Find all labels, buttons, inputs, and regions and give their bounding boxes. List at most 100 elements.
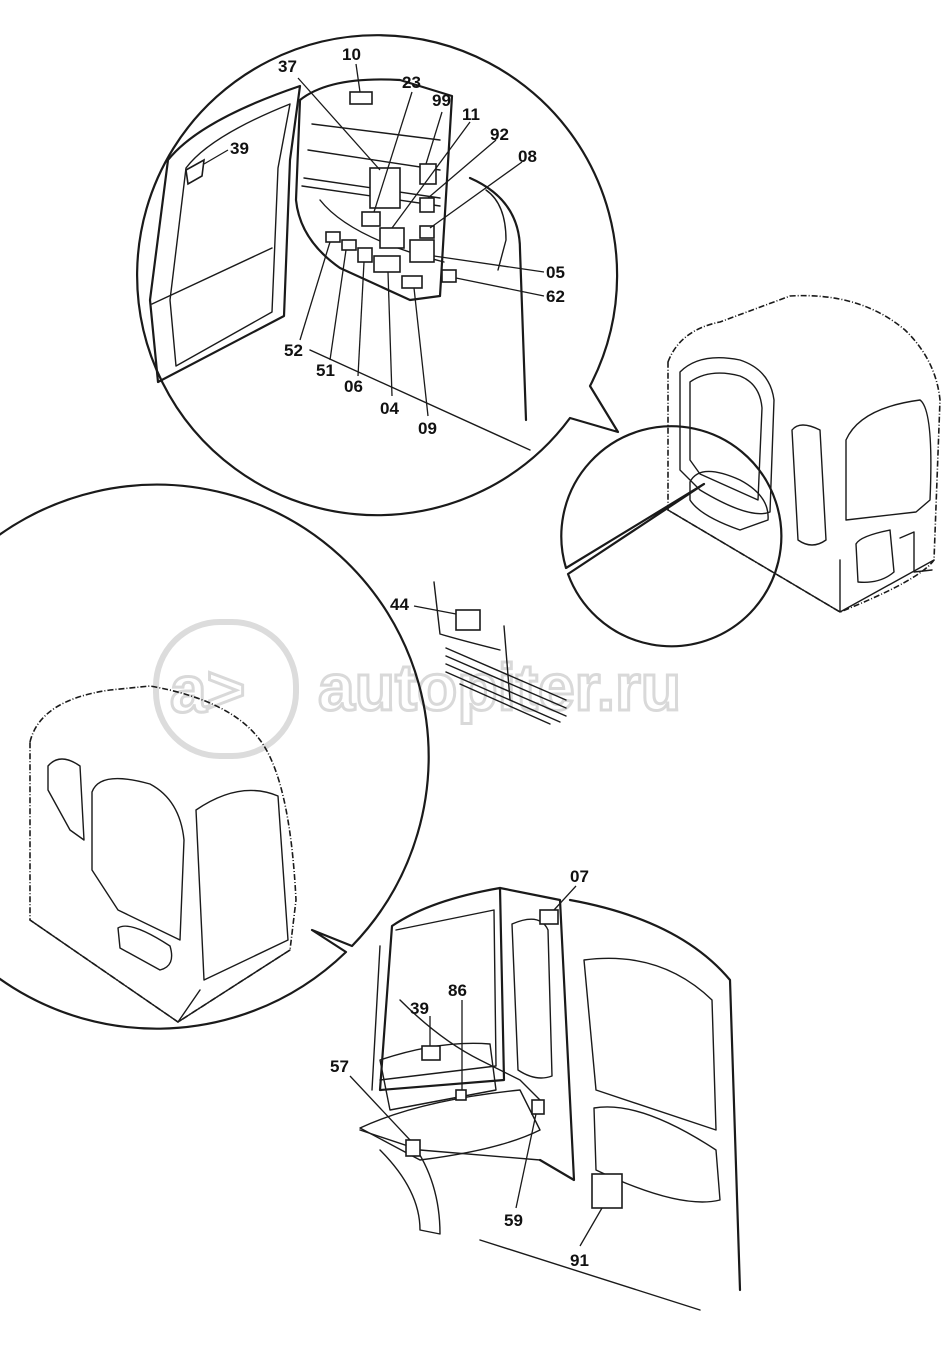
leader-57 — [349, 1075, 411, 1141]
leader-39-top — [203, 149, 229, 165]
cab-rear-window — [845, 399, 932, 521]
callout-10: 10 — [342, 45, 361, 64]
decal-04 — [373, 255, 401, 273]
callout-06: 06 — [344, 377, 363, 396]
top-door-rail — [151, 247, 273, 305]
callout-44: 44 — [390, 595, 409, 614]
leader-59 — [515, 1113, 537, 1209]
callout-11: 11 — [462, 105, 480, 124]
cab-rear-view — [667, 294, 941, 613]
decal-57 — [405, 1139, 421, 1157]
leader-51 — [329, 249, 347, 361]
callout-37: 37 — [278, 57, 297, 76]
cab-rear-handle-recess — [689, 470, 769, 531]
decal-99 — [419, 163, 437, 185]
middle-detail-circle: 44 — [390, 425, 783, 725]
top-door-frame — [148, 84, 302, 384]
top-circle-outline — [136, 34, 620, 517]
bottom-pillar — [498, 886, 576, 1182]
leader-99 — [425, 111, 443, 165]
bottom-circle-outline — [0, 483, 430, 1030]
cab-front-handle — [117, 925, 173, 971]
middle-wall-line — [433, 581, 501, 651]
watermark-logo: a> — [170, 652, 245, 726]
bottom-left-wall — [378, 886, 506, 1092]
callout-51: 51 — [316, 361, 335, 380]
cab-rear-number-1 — [899, 531, 933, 573]
decal-37 — [369, 167, 401, 209]
bottom-detail-circle: 07 39 86 57 59 91 — [0, 483, 742, 1311]
cab-front-side-window — [47, 758, 85, 841]
leader-08 — [429, 161, 523, 229]
callout-57: 57 — [330, 1057, 349, 1076]
cab-front-view — [29, 685, 297, 1023]
decal-10 — [349, 91, 373, 105]
callout-52: 52 — [284, 341, 303, 360]
leader-10 — [355, 63, 361, 93]
leader-23 — [373, 91, 413, 213]
callout-05: 05 — [546, 263, 565, 282]
bottom-console — [359, 1089, 541, 1161]
cab-front-base — [29, 919, 291, 1023]
cab-rear-outline — [667, 294, 941, 613]
callout-62: 62 — [546, 287, 565, 306]
top-detail-circle: 10 37 23 99 11 92 08 39 05 62 52 51 06 0… — [136, 34, 620, 517]
callout-23: 23 — [402, 73, 421, 92]
bottom-pillar-window — [511, 918, 553, 1079]
leader-37 — [297, 77, 381, 171]
leader-05 — [433, 255, 545, 273]
decal-05 — [409, 239, 435, 263]
cab-front-outline — [29, 685, 297, 1023]
decal-52 — [325, 231, 341, 243]
decal-39-bottom — [421, 1045, 441, 1061]
leader-09 — [413, 287, 429, 417]
bottom-rear-panel — [593, 1106, 721, 1203]
decal-07 — [539, 909, 559, 925]
decal-06 — [357, 247, 373, 263]
bottom-floor-line — [479, 1239, 701, 1311]
leader-07 — [553, 885, 577, 911]
leader-62 — [455, 277, 545, 297]
callout-07: 07 — [570, 867, 589, 886]
top-right-pillar — [468, 176, 528, 422]
leader-04 — [387, 271, 393, 397]
callout-04: 04 — [380, 399, 399, 418]
top-floor-line — [309, 349, 531, 451]
middle-circle-outline — [560, 425, 783, 648]
callout-91: 91 — [570, 1251, 589, 1270]
cab-rear-side-window — [679, 357, 775, 515]
decal-92 — [419, 197, 435, 213]
leader-91 — [579, 1207, 603, 1247]
decal-11 — [379, 227, 405, 249]
leader-44 — [413, 605, 457, 615]
leader-06 — [357, 261, 365, 377]
decal-39-top — [185, 158, 205, 186]
callout-99: 99 — [432, 91, 451, 110]
top-panel-outline — [294, 78, 454, 302]
top-panel-lines — [301, 123, 441, 207]
callout-09: 09 — [418, 419, 437, 438]
top-right-pillar-inner — [485, 189, 507, 271]
leader-11 — [391, 121, 471, 229]
bottom-left-window — [371, 909, 497, 1091]
leader-52 — [299, 241, 331, 341]
cab-rear-number-0 — [855, 529, 895, 583]
bottom-rear-window — [583, 957, 717, 1131]
decal-08 — [419, 225, 435, 239]
decal-51 — [341, 239, 357, 251]
callout-59: 59 — [504, 1211, 523, 1230]
bottom-seat-area — [359, 999, 541, 1161]
decal-59 — [531, 1099, 545, 1115]
callout-39-top: 39 — [230, 139, 249, 158]
callout-39-bottom: 39 — [410, 999, 429, 1018]
watermark-logo-ring — [153, 619, 299, 759]
decal-91 — [591, 1173, 623, 1209]
middle-pillar-line — [503, 625, 511, 701]
middle-step-lines — [445, 647, 567, 725]
watermark: a> autopiter.ru — [153, 619, 683, 759]
bottom-seat-back — [379, 1042, 497, 1111]
bottom-right-wall — [568, 898, 742, 1292]
top-window-inner — [169, 103, 291, 367]
